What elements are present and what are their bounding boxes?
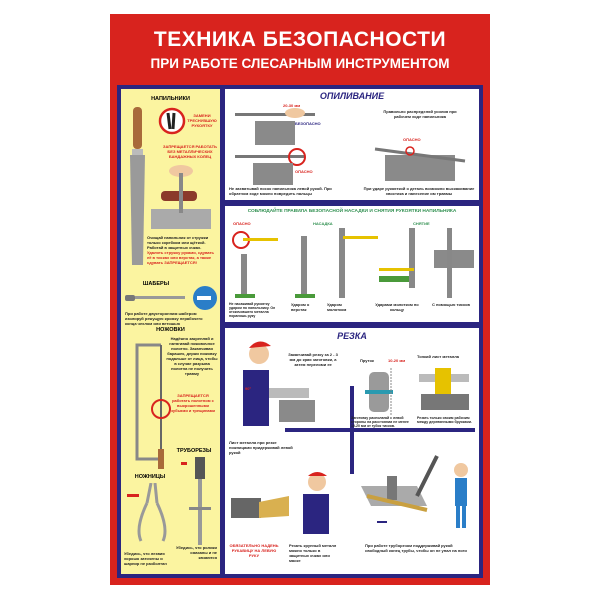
rod-note: Заготовку располагай с левой стороны на … bbox=[351, 416, 409, 428]
content-frame: НАПИЛЬНИКИ ЗАМЕНИ ТРЕСНУВШУЮ РУКОЯТКУ ЗА… bbox=[117, 85, 483, 578]
filing-dimension: 20-30 мм bbox=[283, 103, 301, 108]
scrapers-note: При работе двусторонним шабером изолируй… bbox=[125, 311, 203, 326]
shears-note: Убедись, что лезвия хорошо заточены и ша… bbox=[124, 551, 167, 566]
handle-caption-2: Ударом о верстак bbox=[291, 302, 310, 312]
handle-mounting-label: НАСАДКА bbox=[313, 221, 333, 226]
shears-worker-illustration bbox=[231, 472, 329, 534]
hacksaw-illustration bbox=[135, 343, 171, 469]
filing-right-note: При ударе рукояткой о деталь возможно вы… bbox=[363, 186, 475, 196]
filing-heading: ОПИЛИВАНИЕ bbox=[319, 91, 385, 101]
no-rings-warning: ЗАПРЕЩАЕТСЯ РАБОТАТЬ БЕЗ МЕТАЛЛИЧЕСКИХ Б… bbox=[163, 144, 217, 159]
handle-rules-heading: СОБЛЮДАЙТЕ ПРАВИЛА БЕЗОПАСНОЙ НАСАДКИ И … bbox=[247, 209, 457, 214]
rod-dimension: 10-20 мм bbox=[388, 358, 406, 363]
filing-right-top-note: Правильно распределяй усилия при рабочем… bbox=[383, 109, 457, 119]
files-heading: НАПИЛЬНИКИ bbox=[151, 96, 190, 102]
pipe-cutters-heading: ТРУБОРЕЗЫ bbox=[176, 448, 212, 454]
rod-label: Пруток bbox=[360, 358, 374, 363]
thick-metal-note: Резать крупный металл можно только в защ… bbox=[289, 543, 337, 563]
sheet-hold-note: Лист металла при резке ножницами придерж… bbox=[229, 440, 293, 455]
file-cleaning-illustration bbox=[151, 165, 211, 229]
handle-caption-1: Не насаживай рукоятку ударом по напильни… bbox=[229, 302, 276, 318]
handle-caption-4: Ударами молотком по кольцу bbox=[375, 302, 419, 312]
cross-divider-v bbox=[350, 386, 354, 474]
filing-section: ОПИЛИВАНИЕ 20-30 мм БЕЗОПАСНО ОПАСНО Не … bbox=[225, 89, 479, 200]
vise-safe-illustration bbox=[235, 108, 315, 145]
filing-danger2-label: ОПАСНО bbox=[403, 137, 421, 142]
pipe-cutter-worker-illustration bbox=[361, 455, 468, 528]
pipe-cutter-illustration bbox=[181, 457, 211, 545]
handle-rules-section: СОБЛЮДАЙТЕ ПРАВИЛА БЕЗОПАСНОЙ НАСАДКИ И … bbox=[225, 206, 479, 322]
cutting-finish-note: Заканчивай резку за 2 - 3 мм до края заг… bbox=[288, 352, 338, 367]
handle-removal-label: СНЯТИЕ bbox=[413, 221, 430, 226]
file-cleaning-warning: Удалять стружку руками, сдувать её в тис… bbox=[147, 250, 214, 265]
sheet-note: Резать только своим рабочим между деревя… bbox=[417, 416, 472, 424]
cutting-angle: 90° bbox=[245, 386, 252, 391]
scraper-illustration bbox=[125, 286, 217, 310]
sheet-vise-illustration bbox=[419, 368, 469, 410]
glove-warning: ОБЯЗАТЕЛЬНО НАДЕНЬ РУКАВИЦУ НА ЛЕВУЮ РУК… bbox=[229, 543, 279, 558]
poster-title: ТЕХНИКА БЕЗОПАСНОСТИ bbox=[153, 28, 447, 51]
cutting-section: РЕЗКА 90° Заканчивай резку за 2 - 3 мм д… bbox=[225, 328, 479, 574]
scrapers-heading: ШАБЕРЫ bbox=[142, 281, 170, 287]
poster: ТЕХНИКА БЕЗОПАСНОСТИ ПРИ РАБОТЕ СЛЕСАРНЫ… bbox=[110, 14, 490, 585]
hacksaws-heading: НОЖОВКИ bbox=[156, 327, 185, 333]
cutting-heading: РЕЗКА bbox=[337, 331, 367, 341]
hacksaws-note: Надёжно закрепляй и натягивай ножовочное… bbox=[166, 336, 218, 376]
filing-danger-label: ОПАСНО bbox=[295, 169, 313, 174]
replace-handle-text: ЗАМЕНИ ТРЕСНУВШУЮ РУКОЯТКУ bbox=[187, 113, 217, 128]
poster-subtitle: ПРИ РАБОТЕ СЛЕСАРНЫМ ИНСТРУМЕНТОМ bbox=[150, 56, 450, 71]
procedures-panel: ОПИЛИВАНИЕ 20-30 мм БЕЗОПАСНО ОПАСНО Не … bbox=[225, 89, 479, 574]
hacksaws-warning: ЗАПРЕЩАЕТСЯ работать полотном с выкрошен… bbox=[171, 393, 215, 413]
cracked-handle-icon bbox=[158, 107, 186, 135]
file-cleaning-note: Очищай напильник от стружки только скреб… bbox=[147, 235, 209, 250]
vise-danger-illustration bbox=[235, 148, 306, 185]
worker-hacksaw-illustration bbox=[243, 341, 315, 426]
filing-left-note: Не захватывай носок напильника левой рук… bbox=[229, 186, 332, 196]
tools-panel: НАПИЛЬНИКИ ЗАМЕНИ ТРЕСНУВШУЮ РУКОЯТКУ ЗА… bbox=[121, 89, 220, 574]
filing-safe-label: БЕЗОПАСНО bbox=[295, 121, 321, 126]
handle-danger-label: ОПАСНО bbox=[233, 221, 251, 226]
file-illustration bbox=[130, 107, 145, 265]
cross-divider-h bbox=[285, 428, 475, 432]
pipe-cutters-note: Убедись, что ролики смазаны и не качаютс… bbox=[175, 545, 217, 560]
handle-caption-5: С помощью тисков bbox=[431, 302, 470, 307]
rod-vise-illustration bbox=[365, 368, 393, 416]
handle-caption-3: Ударом молотком bbox=[327, 302, 347, 312]
handle-procedure-illustrations bbox=[232, 228, 474, 298]
sheet-label: Тонкий лист металла bbox=[417, 354, 459, 359]
shears-heading: НОЖНИЦЫ bbox=[134, 474, 166, 480]
vise-handle-illustration bbox=[374, 146, 466, 181]
pipe-cutter-note: При работе труборезом поддерживай рукой … bbox=[365, 543, 467, 553]
shears-illustration bbox=[127, 483, 167, 542]
